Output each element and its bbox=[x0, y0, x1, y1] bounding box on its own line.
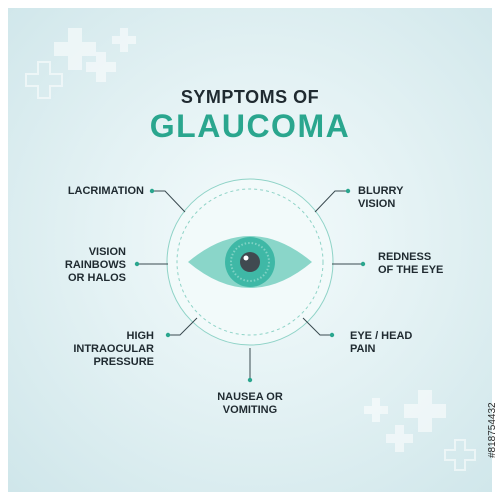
symptom-line: VISION bbox=[88, 246, 126, 258]
eye-circle-dashed bbox=[176, 188, 324, 336]
stock-id: #818754432 bbox=[487, 402, 498, 458]
symptom-line: RAINBOWS bbox=[64, 259, 126, 271]
symptom-line: OF THE EYE bbox=[378, 264, 444, 276]
symptom-blurry-vision: BLURRY VISION bbox=[358, 185, 403, 211]
symptom-line: PAIN bbox=[350, 343, 376, 355]
symptom-line: LACRIMATION bbox=[67, 185, 144, 197]
symptom-line: PRESSURE bbox=[93, 356, 154, 368]
symptom-line: NAUSEA OR bbox=[217, 391, 283, 403]
page-title: SYMPTOMS OF bbox=[180, 87, 320, 107]
symptom-line: HIGH bbox=[126, 330, 155, 342]
symptom-nausea: NAUSEA OR VOMITING bbox=[190, 391, 310, 417]
symptom-line: BLURRY bbox=[358, 185, 404, 197]
page-subtitle: GLAUCOMA bbox=[149, 108, 351, 144]
symptom-line: INTRAOCULAR bbox=[73, 343, 154, 355]
symptom-line: VISION bbox=[358, 198, 396, 210]
symptom-line: EYE / HEAD bbox=[350, 330, 413, 342]
symptom-line: REDNESS bbox=[378, 251, 432, 263]
symptom-high-pressure: HIGH INTRAOCULAR PRESSURE bbox=[73, 330, 154, 369]
connector-lines bbox=[137, 190, 363, 380]
symptom-line: VOMITING bbox=[222, 404, 278, 416]
medical-cross-icon bbox=[25, 28, 136, 99]
symptom-eye-head-pain: EYE / HEAD PAIN bbox=[350, 330, 412, 356]
eye-icon bbox=[188, 236, 312, 288]
connector-dots bbox=[134, 188, 366, 383]
symptom-line: OR HALOS bbox=[67, 272, 126, 284]
medical-cross-icon bbox=[364, 390, 476, 471]
symptom-lacrimation: LACRIMATION bbox=[68, 185, 144, 198]
symptom-redness: REDNESS OF THE EYE bbox=[378, 251, 443, 277]
symptom-vision-rainbows: VISION RAINBOWS OR HALOS bbox=[65, 246, 126, 285]
